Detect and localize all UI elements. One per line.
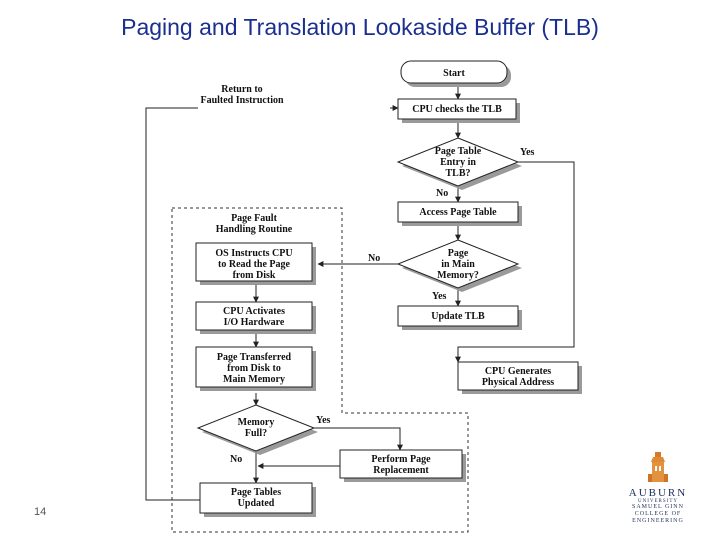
return-label-2: Faulted Instruction <box>200 95 284 106</box>
return-to-faulted-node: Return to Faulted Instruction <box>200 84 284 106</box>
tlb-entry-label-2: Entry in <box>440 157 476 168</box>
tables-updated-label-2: Updated <box>238 498 275 509</box>
perform-replacement-node: Perform Page Replacement <box>339 449 466 482</box>
edge-memory-full-yes <box>314 427 403 451</box>
page-fault-region <box>171 207 469 533</box>
logo-name: AUBURN <box>628 487 688 499</box>
logo-college-line-1: SAMUEL GINN <box>632 504 684 510</box>
tables-updated-label-1: Page Tables <box>231 487 281 498</box>
page-transferred-label-3: Main Memory <box>223 374 285 385</box>
page-transferred-label-1: Page Transferred <box>217 352 292 363</box>
cpu-activates-label-2: I/O Hardware <box>224 317 285 328</box>
tower-icon <box>648 452 668 482</box>
cpu-generates-label-1: CPU Generates <box>485 366 551 377</box>
logo-subtitle: UNIVERSITY <box>638 499 678 504</box>
fault-routine-label-1: Page Fault <box>231 213 277 224</box>
cpu-checks-tlb-node: CPU checks the TLB <box>397 98 520 123</box>
os-instructs-label-2: to Read the Page <box>218 259 290 270</box>
page-number: 14 <box>34 506 47 518</box>
cpu-activates-label-1: CPU Activates <box>223 306 285 317</box>
logo-college-line-2: COLLEGE OF ENGINEERING <box>632 511 684 524</box>
auburn-logo: AUBURN UNIVERSITY SAMUEL GINN COLLEGE OF… <box>608 452 708 534</box>
memory-full-no-label: No <box>230 454 242 465</box>
return-label-1: Return to <box>221 84 262 95</box>
tlb-yes-label: Yes <box>520 147 535 158</box>
memory-full-label-2: Full? <box>245 428 267 439</box>
memory-full-decision: Memory Full? <box>196 404 318 455</box>
fault-routine-label-2: Handling Routine <box>216 224 293 235</box>
access-page-table-label: Access Page Table <box>419 207 497 218</box>
update-tlb-node: Update TLB <box>397 305 522 330</box>
main-memory-label-3: Memory? <box>437 270 479 281</box>
start-node: Start <box>400 60 511 87</box>
page-fault-routine-label: Page Fault Handling Routine <box>216 213 293 235</box>
main-memory-decision: Page in Main Memory? <box>396 239 522 292</box>
update-tlb-label: Update TLB <box>431 311 485 322</box>
memory-yes-label: Yes <box>432 291 447 302</box>
os-instructs-label-1: OS Instructs CPU <box>215 248 292 259</box>
access-page-table-node: Access Page Table <box>397 201 522 226</box>
page-transferred-node: Page Transferred from Disk to Main Memor… <box>195 346 316 391</box>
cpu-generates-address-node: CPU Generates Physical Address <box>457 361 582 394</box>
edge-tables-to-return <box>145 107 200 501</box>
tlb-entry-label-3: TLB? <box>445 168 470 179</box>
memory-full-label-1: Memory <box>238 417 275 428</box>
cpu-generates-label-2: Physical Address <box>482 377 554 388</box>
main-memory-label-2: in Main <box>441 259 475 270</box>
tlb-no-label: No <box>436 188 448 199</box>
replacement-label-1: Perform Page <box>371 454 431 465</box>
tlb-entry-label-1: Page Table <box>435 146 482 157</box>
cpu-activates-io-node: CPU Activates I/O Hardware <box>195 301 316 334</box>
memory-no-label: No <box>368 253 380 264</box>
os-instructs-cpu-node: OS Instructs CPU to Read the Page from D… <box>195 242 316 285</box>
tlb-entry-decision: Page Table Entry in TLB? <box>396 137 522 190</box>
cpu-checks-tlb-label: CPU checks the TLB <box>412 104 502 115</box>
os-instructs-label-3: from Disk <box>233 270 276 281</box>
page-transferred-label-2: from Disk to <box>227 363 281 374</box>
page-tables-updated-node: Page Tables Updated <box>199 482 316 517</box>
start-label: Start <box>443 68 465 79</box>
edge-tlb-yes <box>455 161 575 363</box>
replacement-label-2: Replacement <box>373 465 429 476</box>
main-memory-label-1: Page <box>448 248 469 259</box>
slide-title: Paging and Translation Lookaside Buffer … <box>121 14 599 40</box>
memory-full-yes-label: Yes <box>316 415 331 426</box>
